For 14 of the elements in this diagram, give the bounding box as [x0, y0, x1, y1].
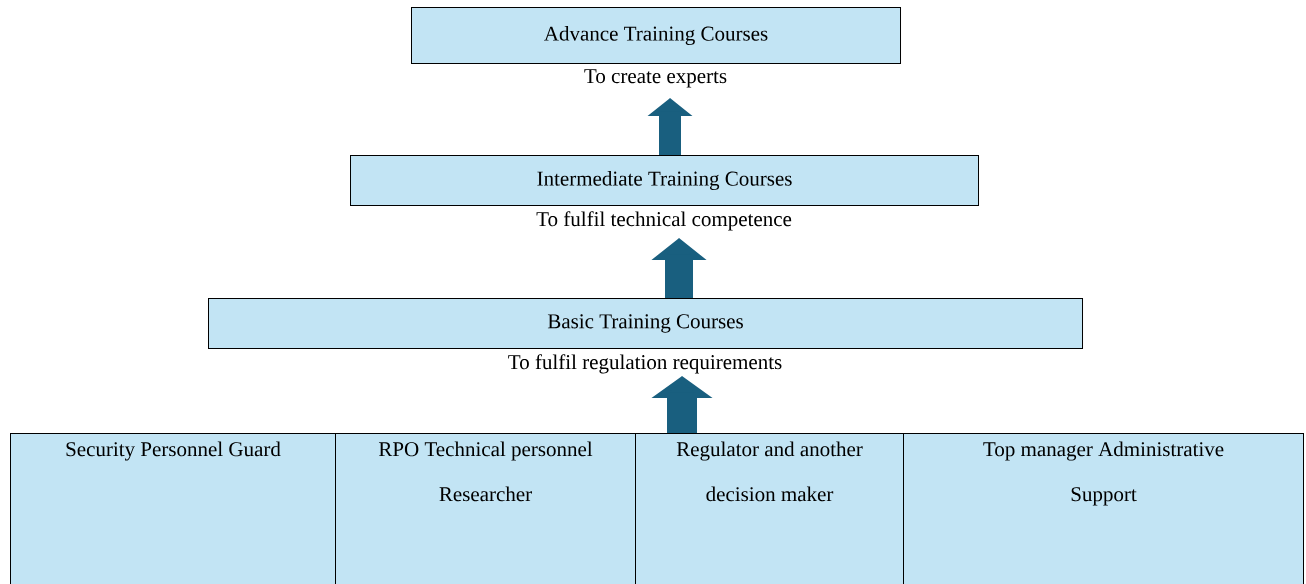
caption-text: To fulfil regulation requirements [508, 354, 782, 374]
table-cell: RPO Technical personnel Researcher [335, 433, 636, 584]
table-cell: Security Personnel Guard [10, 433, 336, 584]
node-label: Regulator and another decision maker [676, 441, 863, 502]
course-box: Intermediate Training Courses [350, 155, 979, 206]
table-cell: Top manager Administrative Support [903, 433, 1304, 584]
node-label: RPO Technical personnel Researcher [378, 441, 593, 502]
course-box: Advance Training Courses [411, 7, 901, 64]
node-label: Security Personnel Guard [66, 441, 281, 461]
node-label: Top manager Administrative Support [983, 441, 1224, 506]
caption-text: To create experts [584, 69, 727, 88]
course-box: Basic Training Courses [208, 298, 1083, 349]
table-cell: Regulator and another decision maker [635, 433, 904, 584]
caption-text: To fulfil technical competence [536, 211, 792, 231]
